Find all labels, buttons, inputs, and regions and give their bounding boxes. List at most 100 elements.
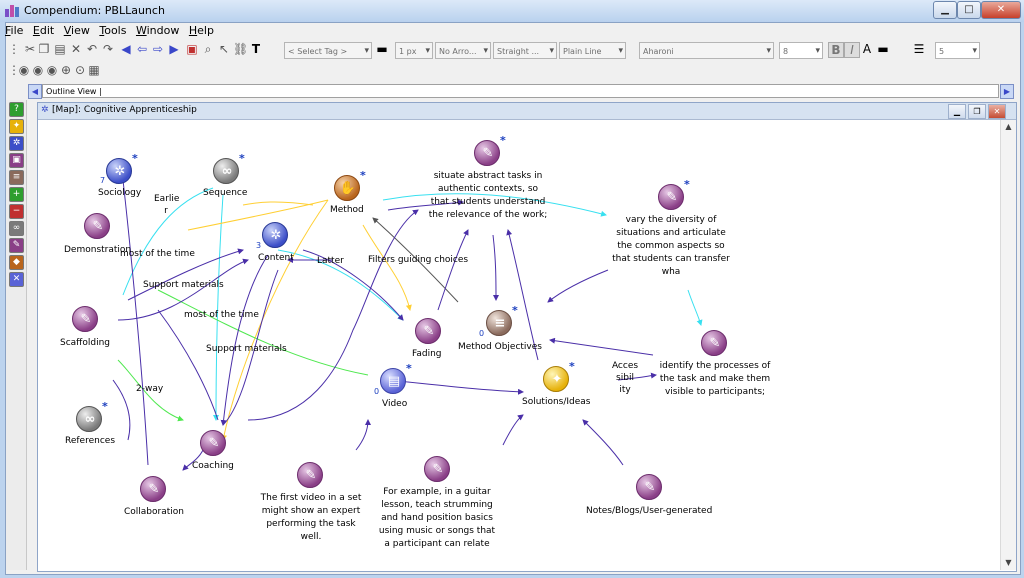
link <box>117 258 249 321</box>
minimize-button[interactable]: ▁ <box>933 1 957 19</box>
forward-icon[interactable]: ▶ <box>169 42 179 56</box>
palette-decision-icon[interactable]: ✎ <box>9 238 24 253</box>
paste-icon[interactable]: ▤ <box>54 42 66 56</box>
tag-star-icon: * <box>500 134 506 147</box>
map-vertical-scrollbar[interactable]: ▲ ▼ <box>1000 120 1016 570</box>
background-color-icon[interactable]: ▬ <box>877 42 889 56</box>
back-nav-arrow-icon[interactable]: ◀ <box>28 84 42 99</box>
zoom-75-icon[interactable]: ◉ <box>32 63 44 77</box>
node-label: identify the processes of the task and m… <box>659 361 771 397</box>
undo-icon[interactable]: ↶ <box>86 42 98 56</box>
palette-question-icon[interactable]: ? <box>9 102 24 117</box>
view-icon[interactable]: ▦ <box>88 63 100 77</box>
palette-note-icon[interactable]: ▣ <box>9 153 24 168</box>
maximize-button[interactable]: □ <box>957 1 981 19</box>
child-count: 0 <box>374 387 380 396</box>
zoom-100-icon[interactable]: ◉ <box>18 63 30 77</box>
map-close-button[interactable]: ✕ <box>988 104 1006 119</box>
node-label: situate abstract tasks in authentic cont… <box>428 171 548 220</box>
question-icon: ✎ <box>297 462 323 488</box>
copy-icon[interactable]: ❐ <box>38 42 50 56</box>
back-arrow-icon[interactable]: ⇦ <box>136 42 148 56</box>
text-tool-icon[interactable]: T <box>251 42 261 56</box>
tag-select[interactable]: < Select Tag > <box>284 42 372 60</box>
link-label: Support materials <box>206 344 287 354</box>
font-size-select[interactable]: 8 <box>779 42 823 60</box>
scroll-up-icon[interactable]: ▲ <box>1005 122 1012 131</box>
search-icon[interactable]: ⌕ <box>204 42 212 56</box>
link-icon[interactable]: ⛓ <box>233 42 249 56</box>
map-canvas[interactable]: ✲ * 7 Sociology ∞ * Sequence ✋ * Method … <box>38 120 1000 571</box>
link <box>247 209 419 421</box>
forward-nav-arrow-icon[interactable]: ▶ <box>1000 84 1014 99</box>
help-pointer-icon[interactable]: ↖ <box>218 42 230 56</box>
zoom-fit-icon[interactable]: ⊕ <box>60 63 72 77</box>
arrow-style-select[interactable]: No Arro... <box>435 42 491 60</box>
menu-tools[interactable]: Tools <box>99 24 127 37</box>
palette-idea-icon[interactable]: ✦ <box>9 119 24 134</box>
link-label: Acces sibil ity <box>611 361 639 395</box>
link <box>687 289 703 326</box>
paragraph-spacing-icon[interactable]: ☰ <box>913 42 925 56</box>
cut-icon[interactable]: ✂ <box>24 42 36 56</box>
tag-star-icon: * <box>360 169 366 182</box>
link <box>242 201 314 206</box>
image-icon[interactable]: ▣ <box>186 42 198 56</box>
node-label: vary the diversity of situations and art… <box>612 215 730 277</box>
window-titlebar[interactable]: Compendium: PBLLaunch ▁ □ ✕ <box>0 0 1024 22</box>
link <box>617 372 657 381</box>
palette-map-icon[interactable]: ✲ <box>9 136 24 151</box>
palette-reference-icon[interactable]: ∞ <box>9 221 24 236</box>
forward-arrow-icon[interactable]: ⇨ <box>152 42 164 56</box>
menu-view[interactable]: View <box>63 24 90 37</box>
question-icon: ✎ <box>636 474 662 500</box>
text-color-icon[interactable]: A <box>862 42 872 56</box>
scroll-down-icon[interactable]: ▼ <box>1005 558 1012 567</box>
node-label: Content <box>258 253 294 263</box>
map-icon: ✲ <box>41 105 49 115</box>
line-color-icon[interactable]: ▬ <box>376 42 388 56</box>
close-button[interactable]: ✕ <box>981 1 1021 19</box>
compendium-app-icon <box>5 5 19 17</box>
spacing-select[interactable]: 5 <box>935 42 980 60</box>
map-restore-button[interactable]: ❐ <box>968 104 986 119</box>
map-titlebar[interactable]: ✲ [Map]: Cognitive Apprenticeship ▁ ❐ ✕ <box>38 103 1016 120</box>
outline-view-field[interactable]: Outline View | <box>42 84 999 98</box>
link <box>372 217 459 303</box>
question-icon: ✎ <box>72 306 98 332</box>
palette-con-icon[interactable]: − <box>9 204 24 219</box>
toolbar-main: ⋮ ✂ ❐ ▤ ✕ ↶ ↷ ◀ ⇦ ⇨ ▶ ▣ ⌕ ↖ ⛓ T < Select… <box>7 42 1007 64</box>
menu-window[interactable]: Window <box>135 24 180 37</box>
tag-star-icon: * <box>406 362 412 375</box>
font-family-select[interactable]: Aharoni <box>639 42 774 60</box>
link <box>117 359 184 422</box>
link-style-select[interactable]: Straight ... <box>493 42 557 60</box>
delete-icon[interactable]: ✕ <box>70 42 82 56</box>
menu-edit[interactable]: Edit <box>32 24 55 37</box>
line-width-select[interactable]: 1 px <box>395 42 433 60</box>
palette-argument-icon[interactable]: ◆ <box>9 255 24 270</box>
palette-movie-icon[interactable]: ✕ <box>9 272 24 287</box>
link <box>547 269 609 303</box>
back-icon[interactable]: ◀ <box>121 42 131 56</box>
zoom-50-icon[interactable]: ◉ <box>46 63 58 77</box>
list-icon: ≡ <box>486 310 512 336</box>
palette-pro-icon[interactable]: + <box>9 187 24 202</box>
link <box>213 194 224 421</box>
node-label: Scaffolding <box>60 338 111 348</box>
question-icon: ✎ <box>658 184 684 210</box>
map-minimize-button[interactable]: ▁ <box>948 104 966 119</box>
node-label: Demonstration <box>64 245 132 255</box>
italic-button[interactable]: I <box>844 42 860 58</box>
bold-button[interactable]: B <box>828 42 844 58</box>
menu-help[interactable]: Help <box>188 24 214 37</box>
link-label: 2-way <box>136 384 164 394</box>
zoom-focus-icon[interactable]: ⊙ <box>74 63 86 77</box>
line-pattern-select[interactable]: Plain Line <box>559 42 626 60</box>
redo-icon[interactable]: ↷ <box>102 42 114 56</box>
node-label: Coaching <box>192 461 234 471</box>
link <box>112 379 131 441</box>
menu-file[interactable]: File <box>5 24 24 37</box>
map-icon: ✲ <box>262 222 288 248</box>
palette-list-icon[interactable]: ≡ <box>9 170 24 185</box>
